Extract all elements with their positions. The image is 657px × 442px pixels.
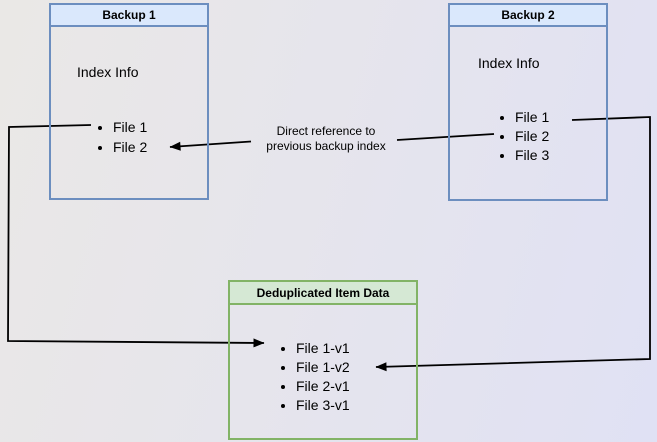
list-item: File 3 [515, 146, 549, 165]
dedup-file-list: File 1-v1 File 1-v2 File 2-v1 File 3-v1 [276, 339, 350, 415]
list-item: File 2 [515, 127, 549, 146]
backup1-box: Backup 1 Index Info File 1 File 2 [49, 3, 209, 200]
annotation-line-2: previous backup index [266, 139, 386, 153]
dedup-box: Deduplicated Item Data File 1-v1 File 1-… [228, 280, 418, 440]
list-item: File 2-v1 [296, 377, 350, 396]
backup2-index-label: Index Info [478, 55, 540, 71]
backup1-header: Backup 1 [51, 5, 207, 27]
list-item: File 1-v1 [296, 339, 350, 358]
annotation-line-1: Direct reference to [276, 124, 376, 138]
backup2-header: Backup 2 [450, 5, 606, 27]
backup2-box: Backup 2 Index Info File 1 File 2 File 3 [448, 3, 608, 201]
backup1-index-label: Index Info [77, 64, 139, 80]
backup2-file-list: File 1 File 2 File 3 [495, 108, 549, 165]
list-item: File 1 [515, 108, 549, 127]
dedup-header: Deduplicated Item Data [230, 282, 416, 305]
backup1-file-list: File 1 File 2 [93, 117, 147, 157]
list-item: File 1 [113, 117, 147, 137]
list-item: File 1-v2 [296, 358, 350, 377]
reference-annotation: Direct reference to previous backup inde… [237, 124, 415, 154]
list-item: File 2 [113, 137, 147, 157]
list-item: File 3-v1 [296, 396, 350, 415]
